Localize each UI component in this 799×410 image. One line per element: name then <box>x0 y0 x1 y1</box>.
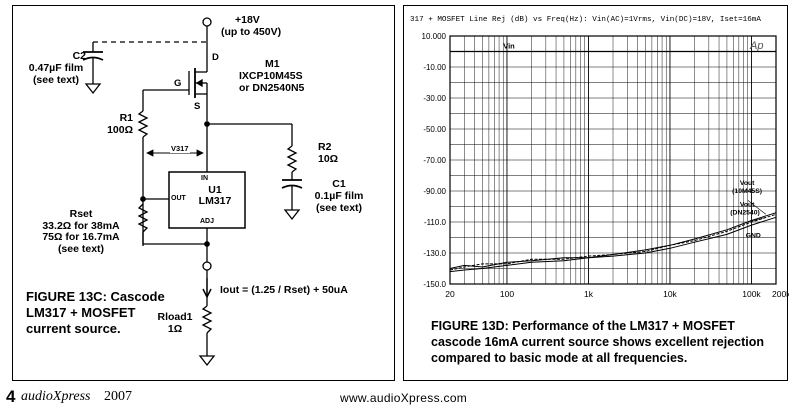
y-tick-label: -30.00 <box>423 94 446 103</box>
x-tick-label: 1k <box>584 289 594 299</box>
u1-name: U1 <box>208 184 222 196</box>
resistor-r1 <box>137 110 149 138</box>
v317-label: V317 <box>170 144 190 153</box>
c1-note: (see text) <box>315 202 363 214</box>
resistor-r2 <box>286 145 298 173</box>
rload-name: Rload1 <box>157 311 193 323</box>
annotation-vout-dn2540: Vout(DN2540) <box>730 202 759 217</box>
page-footer: 4 audioXpress 2007 www.audioXpress.com <box>0 384 799 410</box>
pin-s-label: S <box>194 101 201 112</box>
rset-line1: 33.2Ω for 38mA <box>42 219 120 232</box>
supply-terminal <box>202 17 212 27</box>
iout-formula: Iout = (1.25 / Rset) + 50uA <box>220 284 348 296</box>
annotation-vout-10m45s: Vout(10M45S) <box>732 180 762 195</box>
annotation-gnd: GND <box>746 233 761 240</box>
lm317-u1 <box>168 171 246 229</box>
supply-range: (up to 450V) <box>221 26 282 38</box>
supply-label: +18V <box>235 14 260 26</box>
u1-part: LM317 <box>198 195 232 207</box>
m1-part2: or DN2540N5 <box>239 82 305 94</box>
ground-symbol-c2 <box>84 83 102 95</box>
output-terminal <box>202 261 212 271</box>
series-line-vout-dn2540- <box>449 213 777 271</box>
series-line-vout-10m45s- <box>449 212 777 269</box>
c2-value: 0.47µF film <box>28 62 84 74</box>
y-tick-label: 10.000 <box>422 32 447 41</box>
c1-name: C1 <box>332 178 346 190</box>
page-number: 4 <box>6 387 16 406</box>
x-tick-label: 10k <box>663 289 677 299</box>
y-tick-label: -10.00 <box>423 63 446 72</box>
annotation-leader <box>747 217 766 223</box>
y-tick-label: -50.00 <box>423 125 446 134</box>
x-tick-label: 100 <box>500 289 514 299</box>
u1-adj-pin: ADJ <box>200 218 215 225</box>
resistor-rset <box>137 203 149 233</box>
magazine-name: audioXpress <box>21 389 91 404</box>
rset-line2: 75Ω for 16.7mA <box>42 231 120 243</box>
c2-note: (see text) <box>32 74 80 86</box>
r2-name: R2 <box>318 141 332 153</box>
line-rejection-chart: 10.000 -10.00 -30.00 -50.00 -70.00 -90.00 -110… <box>422 32 789 299</box>
website-link[interactable]: www.audioXpress.com <box>340 391 468 405</box>
ap-watermark: Ap <box>749 40 763 52</box>
figure-13d-panel: 317 + MOSFET Line Rej (dB) vs Freq(Hz): … <box>403 5 789 381</box>
x-tick-label: 20 <box>445 289 455 299</box>
rload-value: 1Ω <box>167 323 183 335</box>
rset-note: (see text) <box>57 242 105 255</box>
publication-year: 2007 <box>104 389 132 404</box>
u1-in-pin: IN <box>201 175 208 182</box>
x-tick-label: 200k <box>772 289 789 299</box>
r1-value: 100Ω <box>107 124 133 136</box>
pin-g-label: G <box>174 78 182 89</box>
m1-name: M1 <box>265 58 280 70</box>
annotation-leader <box>747 200 767 215</box>
y-tick-label: -110.0 <box>424 218 447 227</box>
c2-name: C2 <box>72 50 86 62</box>
figure-13c-panel: +18V (up to 450V) C2 0.47µF film (see te… <box>12 5 395 381</box>
m1-part1: IXCP10M45S <box>239 70 303 82</box>
r1-name: R1 <box>119 112 133 124</box>
annotation-vin: Vin <box>503 42 515 51</box>
c1-value: 0.1µF film <box>314 190 364 202</box>
ground-symbol-c1 <box>283 209 301 221</box>
y-tick-label: -70.00 <box>423 156 446 165</box>
u1-out-pin: OUT <box>171 195 186 202</box>
chart-title: 317 + MOSFET Line Rej (dB) vs Freq(Hz): … <box>410 16 761 24</box>
rset-name: Rset <box>69 208 93 220</box>
y-tick-label: -90.00 <box>423 187 446 196</box>
ground-symbol-load <box>198 355 216 367</box>
resistor-rload <box>201 305 213 334</box>
figure-13c-caption: FIGURE 13C: Cascode LM317 + MOSFET curre… <box>26 289 165 336</box>
pin-d-label: D <box>212 52 219 63</box>
series-line-gnd <box>449 216 777 273</box>
y-tick-label: -150.0 <box>423 280 446 289</box>
figure-13d-caption: FIGURE 13D: Performance of the LM317 + M… <box>431 319 765 365</box>
x-tick-label: 100k <box>742 289 761 299</box>
y-tick-label: -130.0 <box>423 249 446 258</box>
r2-value: 10Ω <box>318 153 339 165</box>
schematic-diagram <box>82 17 303 367</box>
